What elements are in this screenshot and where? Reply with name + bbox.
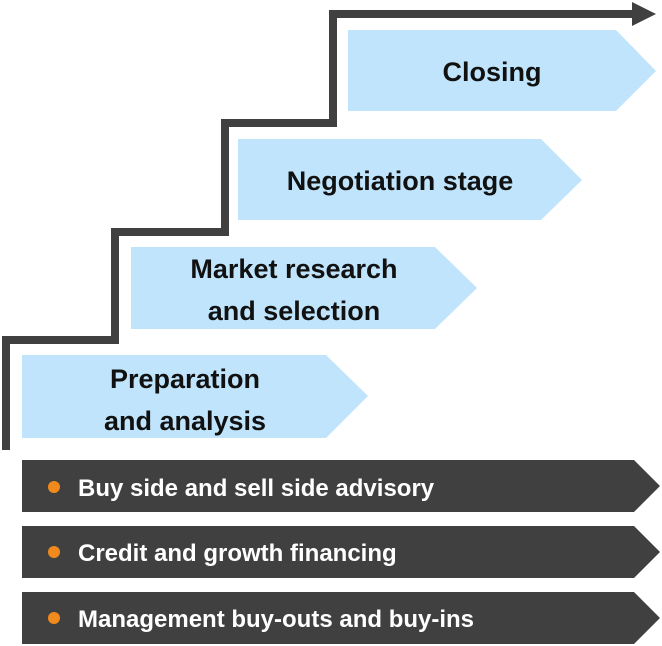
step-label-line2: and analysis xyxy=(104,406,266,436)
step-preparation: Preparation and analysis xyxy=(22,355,368,438)
bullet-dot-icon xyxy=(48,481,60,493)
service-buy-sell-advisory: Buy side and sell side advisory xyxy=(22,460,660,512)
step-label-line2: and selection xyxy=(208,296,381,326)
staircase-arrow-icon xyxy=(2,2,656,450)
step-market-research: Market research and selection xyxy=(131,247,477,329)
step-shape xyxy=(348,30,656,111)
step-label-line1: Closing xyxy=(443,57,542,87)
service-management-buyouts: Management buy-outs and buy-ins xyxy=(22,592,660,644)
step-shape xyxy=(238,139,582,220)
service-bar xyxy=(22,592,660,644)
service-bar xyxy=(22,526,660,578)
service-bar xyxy=(22,460,660,512)
bullet-dot-icon xyxy=(48,546,60,558)
step-label-line1: Negotiation stage xyxy=(287,166,514,196)
service-label: Buy side and sell side advisory xyxy=(78,475,435,502)
service-label: Management buy-outs and buy-ins xyxy=(78,606,474,633)
step-label-line1: Preparation xyxy=(110,364,260,394)
bullet-dot-icon xyxy=(48,612,60,624)
service-credit-growth-financing: Credit and growth financing xyxy=(22,526,660,578)
staircase-line xyxy=(2,10,636,450)
step-shape xyxy=(22,355,368,438)
step-shape xyxy=(131,247,477,329)
step-label-line1: Market research xyxy=(190,254,397,284)
staircase-arrowhead xyxy=(632,2,656,26)
step-closing: Closing xyxy=(348,30,656,111)
step-negotiation: Negotiation stage xyxy=(238,139,582,220)
service-label: Credit and growth financing xyxy=(78,540,397,567)
